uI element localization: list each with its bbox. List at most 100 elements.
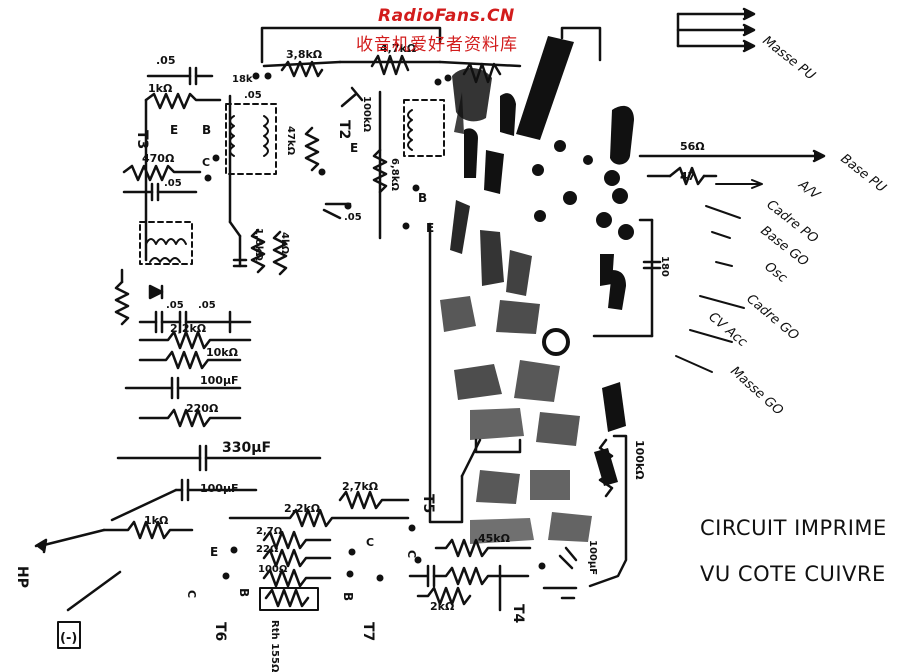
label-base-pu: Base PU: [838, 151, 889, 196]
label-r56: 56Ω: [680, 140, 705, 153]
label-r2-2k-b: 2,2kΩ: [284, 502, 321, 515]
label-e6: E: [210, 545, 218, 559]
label-c7: C: [366, 536, 374, 549]
label-minus: (-): [60, 631, 77, 646]
label-av: A/V: [795, 177, 823, 204]
label-c05-top: .05: [156, 54, 176, 67]
center-loop-wire: [428, 222, 464, 524]
label-r10k: 10kΩ: [206, 346, 239, 359]
caption-line-2: VU COTE CUIVRE: [700, 562, 886, 586]
component-labels: .05 1kΩ T3 E B C 470Ω .05 3,8kΩ 4,7kΩ 18…: [14, 42, 705, 672]
label-rth: Rth 155Ω: [269, 620, 280, 672]
label-t5: T5: [420, 494, 436, 513]
label-c1: C: [202, 156, 210, 169]
label-r2-7-b: 2,7Ω: [256, 526, 283, 537]
coil-box-left: [139, 221, 193, 265]
resistor-10k: [138, 350, 242, 370]
label-b2: B: [418, 191, 427, 205]
label-r1k-b: 1kΩ: [144, 514, 169, 527]
label-c05-b: .05: [164, 178, 182, 189]
label-c180: 180: [659, 256, 670, 277]
label-c6: C: [185, 590, 198, 598]
resistor-1k-left: [144, 92, 222, 110]
label-e2: E: [350, 141, 358, 155]
label-c05-d: .05: [166, 300, 184, 311]
label-b7: B: [341, 592, 355, 601]
copper-traces: [440, 36, 634, 544]
resistor-470: [122, 164, 202, 182]
masse-pu-arrows: [676, 7, 756, 53]
label-c05-mid: .05: [244, 90, 262, 101]
label-r22: 22Ω: [256, 544, 279, 555]
label-t7: T7: [360, 622, 376, 641]
label-e1: E: [170, 123, 178, 137]
resistor-220: [138, 408, 242, 428]
resistor-4k: [272, 230, 288, 276]
label-e3: E: [426, 221, 434, 235]
label-r2k: 2kΩ: [430, 600, 455, 613]
label-cv-acc: CV Acc: [705, 310, 749, 351]
resistor-2-7k-a: [338, 490, 410, 510]
label-r4-7k: 4,7kΩ: [380, 42, 417, 55]
terminal-dots: [204, 72, 546, 582]
label-r220: 220Ω: [186, 402, 219, 415]
caption-line-1: CIRCUIT IMPRIME: [700, 516, 887, 540]
label-r6-8k: 6,8kΩ: [389, 158, 400, 191]
watermark-subtitle: 收音机爱好者资料库: [356, 35, 518, 55]
label-r3-8k: 3,8kΩ: [286, 48, 323, 61]
resistor-2-2k-b: [228, 508, 410, 528]
watermark-site: RadioFans.CN: [378, 6, 515, 26]
label-cadre-go: Cadre GO: [743, 292, 801, 344]
label-r18k: 18k: [232, 74, 253, 85]
label-masse-go: Masse GO: [727, 364, 785, 419]
label-r100: 100Ω: [258, 564, 288, 575]
resistor-3-8k: [280, 60, 324, 78]
label-c47: 47: [680, 170, 695, 183]
label-r47k: 47kΩ: [285, 126, 296, 156]
label-t2: T2: [336, 120, 352, 139]
resistor-1-8k: [250, 228, 266, 274]
label-c05-e: .05: [198, 300, 216, 311]
top-wire: [260, 26, 442, 64]
label-t4: T4: [510, 604, 526, 624]
resistor-2k: [416, 586, 472, 606]
label-r2-2k-a: 2,2kΩ: [170, 322, 207, 335]
label-cap100uf: 100µF: [200, 374, 239, 387]
label-osc: Osc: [762, 259, 790, 286]
label-t6: T6: [212, 622, 228, 641]
thermistor-rth: [264, 588, 310, 608]
label-t3: T3: [134, 130, 150, 149]
label-r4k: 4kΩ: [279, 232, 290, 255]
label-r45k: 45kΩ: [478, 532, 511, 545]
label-r2-7k-a: 2,7kΩ: [342, 480, 379, 493]
label-r100k: 100kΩ: [361, 96, 372, 133]
right-bottom-wire: [588, 434, 628, 588]
resistor-56: [668, 166, 706, 186]
label-c05-c: .05: [344, 212, 362, 223]
resistor-47k: [304, 126, 320, 172]
resistor-1k-b: [102, 520, 194, 540]
resistor-4-7k: [370, 54, 410, 76]
resistor-2-2k-a: [138, 330, 252, 350]
label-cap100uf-c: 100µF: [587, 540, 598, 575]
label-cap330uf: 330µF: [222, 440, 271, 456]
label-r1-8k: 1,8kΩ: [253, 228, 264, 261]
resistor-45k: [434, 538, 532, 558]
speaker-box: [57, 621, 81, 649]
label-r100k-b: 100kΩ: [633, 440, 646, 480]
output-labels: Masse PU Base PU A/V Cadre PO Base GO Os…: [705, 33, 889, 418]
coil-box-t3: [225, 103, 277, 175]
label-hp: HP: [14, 566, 30, 588]
label-cap100uf-b: 100µF: [200, 482, 239, 495]
label-masse-pu: Masse PU: [760, 33, 819, 83]
signal-arrows: [675, 179, 763, 373]
label-r1k-left: 1kΩ: [148, 82, 173, 95]
label-r470: 470Ω: [142, 152, 175, 165]
resistor-100: [262, 568, 332, 588]
base-pu-arrow: [638, 149, 826, 163]
coil-box-t2: [403, 99, 445, 157]
label-c5: C: [405, 550, 418, 558]
label-b6: B: [237, 588, 251, 597]
